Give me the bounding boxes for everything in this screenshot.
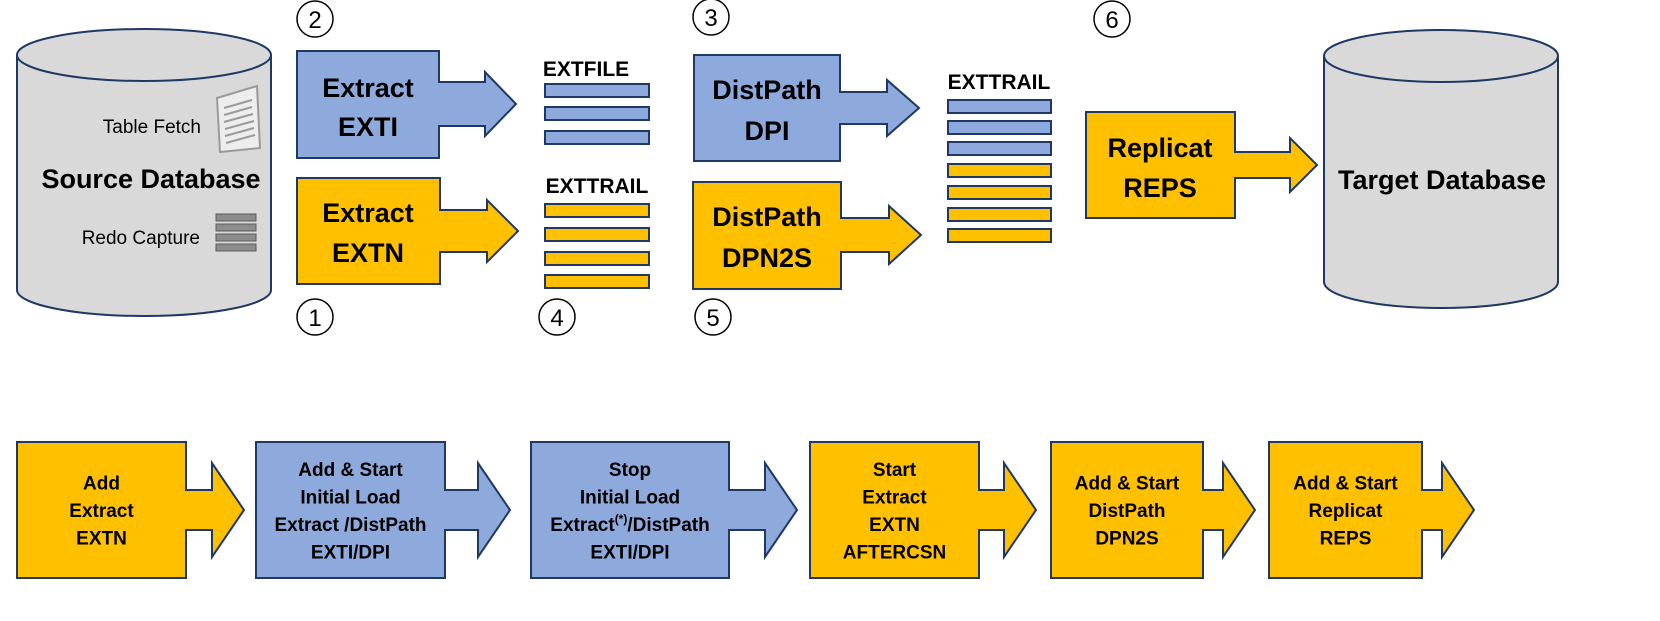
- step-number-5: 5: [694, 298, 732, 336]
- extract-extn-process: Extract EXTN: [296, 177, 520, 285]
- distpath-dpn2s-line1: DistPath: [712, 202, 822, 232]
- distpath-dpn2s-line2: DPN2S: [722, 243, 812, 273]
- distpath-dpi-line1: DistPath: [712, 75, 822, 105]
- sequence-step-line: AFTERCSN: [843, 542, 946, 563]
- step-number-3-text: 3: [704, 5, 717, 32]
- step-number-2-text: 2: [308, 7, 321, 34]
- step-number-1: 1: [296, 298, 334, 336]
- exttrail-mid-stack: EXTTRAIL: [544, 175, 650, 289]
- table-fetch-label: Table Fetch: [103, 117, 201, 138]
- sequence-step-shape: [809, 441, 1038, 579]
- extract-extn-line1: Extract: [322, 198, 414, 228]
- sequence-step-line: Add: [83, 474, 120, 495]
- sequence-step-line: EXTN: [76, 529, 127, 550]
- extract-extn-line2: EXTN: [332, 238, 404, 268]
- step-numbers: 2 3 6 1 4 5: [296, 0, 1131, 336]
- exttrail-mid-label: EXTTRAIL: [546, 175, 649, 198]
- exttrail-right-label: EXTTRAIL: [948, 71, 1051, 94]
- exttrail-right-stack: EXTTRAIL: [947, 71, 1052, 243]
- step-number-6: 6: [1093, 0, 1131, 38]
- sequence-step-line: DPN2S: [1095, 529, 1158, 550]
- target-database-label: Target Database: [1338, 165, 1546, 195]
- sequence-step-line: Add & Start: [1293, 474, 1398, 495]
- sequence-step-line: Extract /DistPath: [274, 515, 426, 536]
- sequence-step-line: Extract: [862, 487, 927, 508]
- sequence-step-line: Add & Start: [1075, 474, 1180, 495]
- sequence-step-line: Initial Load: [580, 487, 680, 508]
- distpath-dpi-process: DistPath DPI: [693, 54, 921, 162]
- replicat-reps-process: Replicat REPS: [1085, 111, 1319, 219]
- stack-icon: [215, 213, 257, 252]
- step-number-1-text: 1: [308, 305, 321, 332]
- source-database: Table Fetch Source Database Redo Capture: [16, 28, 272, 317]
- sequence-step-line: Extract: [69, 501, 134, 522]
- source-database-label: Source Database: [41, 164, 260, 194]
- sequence-step-line: Replicat: [1309, 501, 1384, 522]
- sequence-step-line: EXTI/DPI: [311, 542, 390, 563]
- step-number-4: 4: [538, 298, 576, 336]
- sequence-step-line: DistPath: [1088, 501, 1165, 522]
- target-database: Target Database: [1323, 29, 1559, 309]
- extfile-label: EXTFILE: [543, 58, 629, 81]
- sequence-step-shape: [1050, 441, 1257, 579]
- sequence-step-line: Extract(*)/DistPath: [550, 512, 709, 536]
- sequence-step-line: Start: [873, 460, 917, 481]
- sequence-step-shape: [16, 441, 246, 579]
- sequence-step-line: EXTN: [869, 515, 920, 536]
- extract-exti-process: Extract EXTI: [296, 50, 518, 159]
- distpath-dpi-line2: DPI: [744, 116, 789, 146]
- sequence-step-shape: [1268, 441, 1476, 579]
- extract-exti-line1: Extract: [322, 73, 414, 103]
- sequence-step-line: EXTI/DPI: [590, 542, 669, 563]
- replicat-reps-line2: REPS: [1123, 173, 1197, 203]
- step-number-3: 3: [692, 0, 730, 36]
- sequence-step-line: Initial Load: [300, 487, 400, 508]
- sequence-step-line: REPS: [1320, 529, 1372, 550]
- sequence-step-line: Add & Start: [298, 460, 403, 481]
- replicat-reps-line1: Replicat: [1107, 133, 1212, 163]
- extfile-stack: EXTFILE: [543, 58, 650, 145]
- step-number-6-text: 6: [1105, 7, 1118, 34]
- redo-capture-label: Redo Capture: [82, 228, 200, 249]
- distpath-dpn2s-process: DistPath DPN2S: [692, 181, 923, 290]
- step-number-4-text: 4: [550, 305, 563, 332]
- step-number-2: 2: [296, 0, 334, 38]
- sequence-step-shape: [255, 441, 512, 579]
- sequence-step-shape: [530, 441, 799, 579]
- step-number-5-text: 5: [706, 305, 719, 332]
- document-icon: [215, 84, 262, 154]
- extract-exti-line2: EXTI: [338, 112, 398, 142]
- sequence-step-line: Stop: [609, 460, 651, 481]
